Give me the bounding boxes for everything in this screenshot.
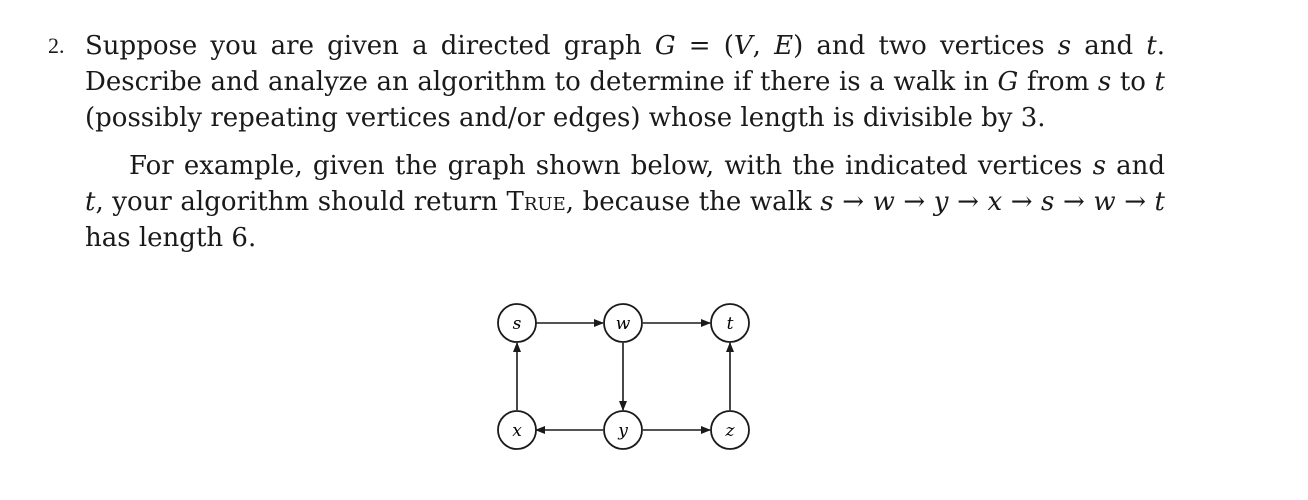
p2-math-s: s — [1092, 151, 1106, 181]
vertex-z-label: z — [725, 421, 736, 441]
p1-text-6: . Describe and analyze an algorithm to d… — [85, 31, 1165, 97]
p1-text-2: = ( — [675, 31, 734, 61]
vertex-s: s — [497, 303, 537, 343]
vertex-w-label: w — [616, 314, 631, 334]
p1-math-s2: s — [1097, 67, 1112, 97]
p2-math-t: t — [85, 187, 96, 217]
vertex-t: t — [710, 303, 750, 343]
p2-walk: s → w → y → x → s → w → t — [820, 187, 1166, 217]
vertex-w: w — [603, 303, 643, 343]
p1-text-8: to — [1111, 67, 1155, 97]
p1-text-5: and — [1071, 31, 1147, 61]
p2-text-3: , your algorithm should return — [95, 187, 507, 217]
p1-text-4: ) and two vertices — [793, 31, 1058, 61]
vertex-y-label: y — [617, 421, 628, 441]
p1-math-s: s — [1057, 31, 1072, 61]
vertex-x: x — [497, 410, 537, 450]
problem-paragraph-1: Suppose you are given a directed graph G… — [85, 28, 1165, 136]
vertex-t-label: t — [727, 314, 734, 334]
p2-text-1: For example, given the graph shown below… — [129, 151, 1093, 181]
p1-text-7: from — [1018, 67, 1098, 97]
p1-math-E: E — [774, 31, 794, 61]
problem-number: 2. — [48, 33, 65, 58]
p1-math-G2: G — [997, 67, 1019, 97]
p2-text-4: , because the walk — [565, 187, 821, 217]
p1-math-t: t — [1146, 31, 1157, 61]
vertex-s-label: s — [513, 314, 522, 334]
p2-text-2: and — [1105, 151, 1166, 181]
p2-true-keyword: True — [506, 187, 566, 217]
problem-paragraph-2: For example, given the graph shown below… — [85, 148, 1165, 256]
p1-text-1: Suppose you are given a directed graph — [85, 31, 655, 61]
p2-text-5: has length 6. — [85, 223, 257, 253]
vertex-y: y — [603, 410, 643, 450]
example-graph: s w t x y z — [497, 303, 750, 450]
p1-math-G: G — [654, 31, 676, 61]
vertex-x-label: x — [512, 421, 522, 441]
vertex-z: z — [710, 410, 750, 450]
p1-text-3: , — [752, 31, 775, 61]
p1-math-V: V — [733, 31, 753, 61]
p1-text-9: (possibly repeating vertices and/or edge… — [85, 103, 1046, 133]
p1-math-t2: t — [1154, 67, 1165, 97]
